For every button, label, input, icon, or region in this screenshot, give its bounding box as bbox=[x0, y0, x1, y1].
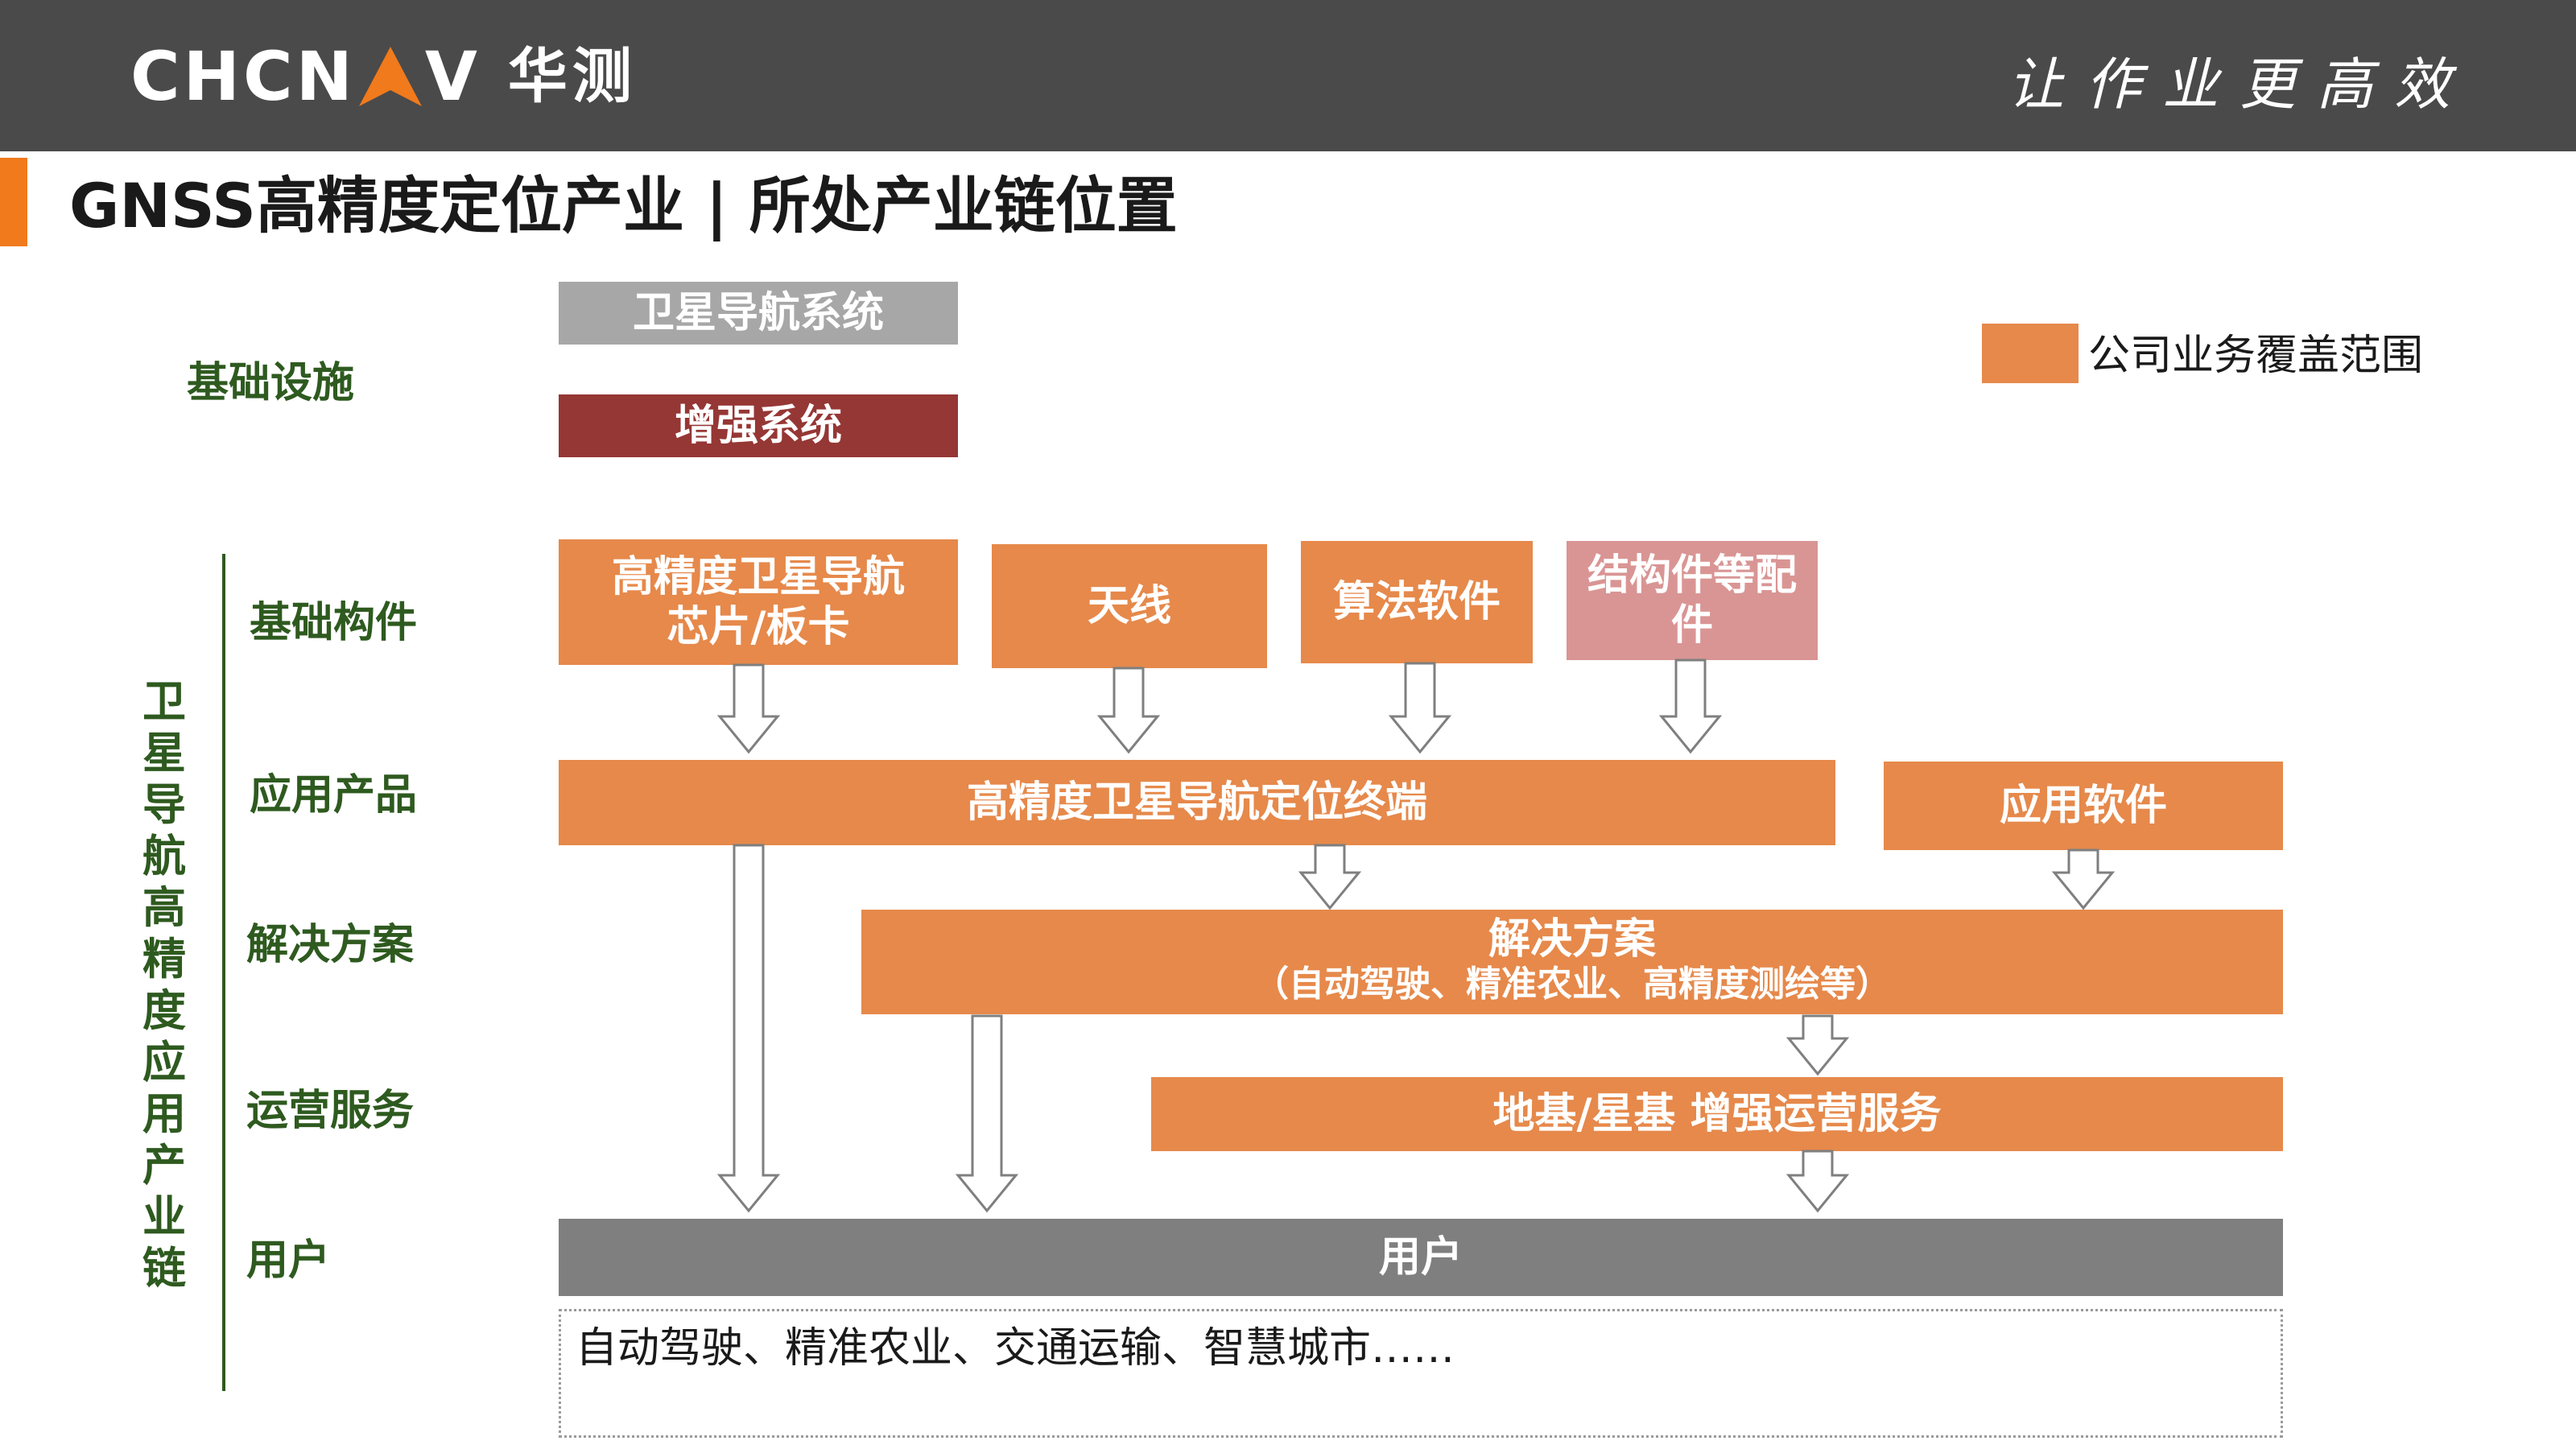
arrow-appsoft-to-solutions bbox=[2051, 848, 2116, 910]
box-solutions-subtitle: （自动驾驶、精准农业、高精度测绘等） bbox=[1253, 964, 1891, 1005]
chain-char: 精 bbox=[142, 934, 186, 985]
box-structural-parts: 结构件等配 件 bbox=[1567, 541, 1818, 660]
arrow-chip-to-terminal bbox=[716, 663, 781, 754]
chain-char: 高 bbox=[142, 882, 186, 933]
box-chip-board-line2: 芯片/板卡 bbox=[667, 603, 850, 651]
box-user: 用户 bbox=[559, 1219, 2283, 1296]
arrow-ops-to-user bbox=[1785, 1150, 1850, 1213]
label-operations: 运营服务 bbox=[246, 1087, 415, 1135]
title-accent-bar bbox=[0, 158, 27, 246]
label-products: 应用产品 bbox=[250, 771, 418, 819]
chain-char: 应 bbox=[142, 1037, 186, 1088]
user-examples-text: 自动驾驶、精准农业、交通运输、智慧城市…… bbox=[576, 1324, 1455, 1373]
arrow-algorithm-to-terminal bbox=[1388, 662, 1452, 754]
chain-char: 航 bbox=[142, 831, 186, 881]
box-antenna: 天线 bbox=[992, 544, 1267, 668]
box-augmentation-system-text: 增强系统 bbox=[674, 402, 842, 450]
chain-char: 用 bbox=[142, 1088, 186, 1139]
box-application-software-text: 应用软件 bbox=[1999, 782, 2167, 830]
chain-char: 星 bbox=[142, 728, 186, 778]
arrow-terminal-to-solutions bbox=[1298, 844, 1362, 910]
label-infrastructure: 基础设施 bbox=[187, 359, 355, 407]
box-chip-board: 高精度卫星导航 芯片/板卡 bbox=[559, 539, 958, 665]
chain-char: 链 bbox=[142, 1243, 186, 1294]
box-solutions: 解决方案 （自动驾驶、精准农业、高精度测绘等） bbox=[861, 910, 2283, 1014]
slogan: 让作业更高效 bbox=[2008, 52, 2471, 118]
legend-swatch bbox=[1982, 324, 2079, 383]
chain-char: 产 bbox=[142, 1140, 186, 1191]
box-satellite-navigation-system-text: 卫星导航系统 bbox=[632, 289, 884, 337]
logo-text-left: CHCN bbox=[130, 37, 356, 116]
logo-a-mark-icon bbox=[358, 47, 422, 106]
box-augmentation-ops-service: 地基/星基 增强运营服务 bbox=[1151, 1077, 2283, 1151]
box-algorithm-software-text: 算法软件 bbox=[1332, 578, 1501, 626]
arrow-structure-to-terminal bbox=[1658, 658, 1723, 754]
box-structural-parts-line2: 件 bbox=[1670, 601, 1713, 650]
arrow-solutions-to-ops bbox=[1785, 1014, 1850, 1076]
box-positioning-terminal: 高精度卫星导航定位终端 bbox=[559, 760, 1835, 845]
box-user-text: 用户 bbox=[1378, 1233, 1463, 1282]
company-logo: CHCN V 华测 bbox=[130, 40, 637, 113]
box-application-software: 应用软件 bbox=[1884, 762, 2283, 850]
chain-char: 度 bbox=[142, 985, 186, 1036]
user-examples-box: 自动驾驶、精准农业、交通运输、智慧城市…… bbox=[559, 1309, 2283, 1438]
box-positioning-terminal-text: 高精度卫星导航定位终端 bbox=[966, 778, 1427, 827]
box-structural-parts-line1: 结构件等配 bbox=[1587, 551, 1797, 600]
chain-char: 卫 bbox=[142, 676, 186, 727]
logo-chinese-name: 华测 bbox=[507, 42, 637, 111]
chain-char: 导 bbox=[142, 779, 186, 830]
box-solutions-title: 解决方案 bbox=[1488, 915, 1656, 964]
box-satellite-navigation-system: 卫星导航系统 bbox=[559, 282, 958, 345]
label-solutions: 解决方案 bbox=[246, 921, 415, 969]
header-bar bbox=[0, 0, 2576, 151]
box-chip-board-line1: 高精度卫星导航 bbox=[611, 553, 905, 601]
label-users: 用户 bbox=[246, 1236, 331, 1285]
legend-label: 公司业务覆盖范围 bbox=[2088, 332, 2424, 380]
arrow-solutions-to-user bbox=[955, 1014, 1019, 1213]
chain-char: 业 bbox=[142, 1191, 186, 1242]
page-title: GNSS高精度定位产业 | 所处产业链位置 bbox=[69, 170, 1178, 242]
box-augmentation-ops-service-text: 地基/星基 增强运营服务 bbox=[1492, 1090, 1942, 1138]
box-augmentation-system: 增强系统 bbox=[559, 394, 958, 457]
logo-text-right: V bbox=[424, 37, 481, 116]
box-algorithm-software: 算法软件 bbox=[1301, 541, 1533, 663]
chain-bracket-line bbox=[222, 554, 225, 1391]
industry-chain-vertical-label: 卫 星 导 航 高 精 度 应 用 产 业 链 bbox=[135, 676, 193, 1294]
label-components: 基础构件 bbox=[250, 599, 418, 647]
arrow-antenna-to-terminal bbox=[1096, 667, 1161, 754]
box-antenna-text: 天线 bbox=[1087, 582, 1171, 630]
arrow-terminal-to-user bbox=[716, 844, 781, 1213]
